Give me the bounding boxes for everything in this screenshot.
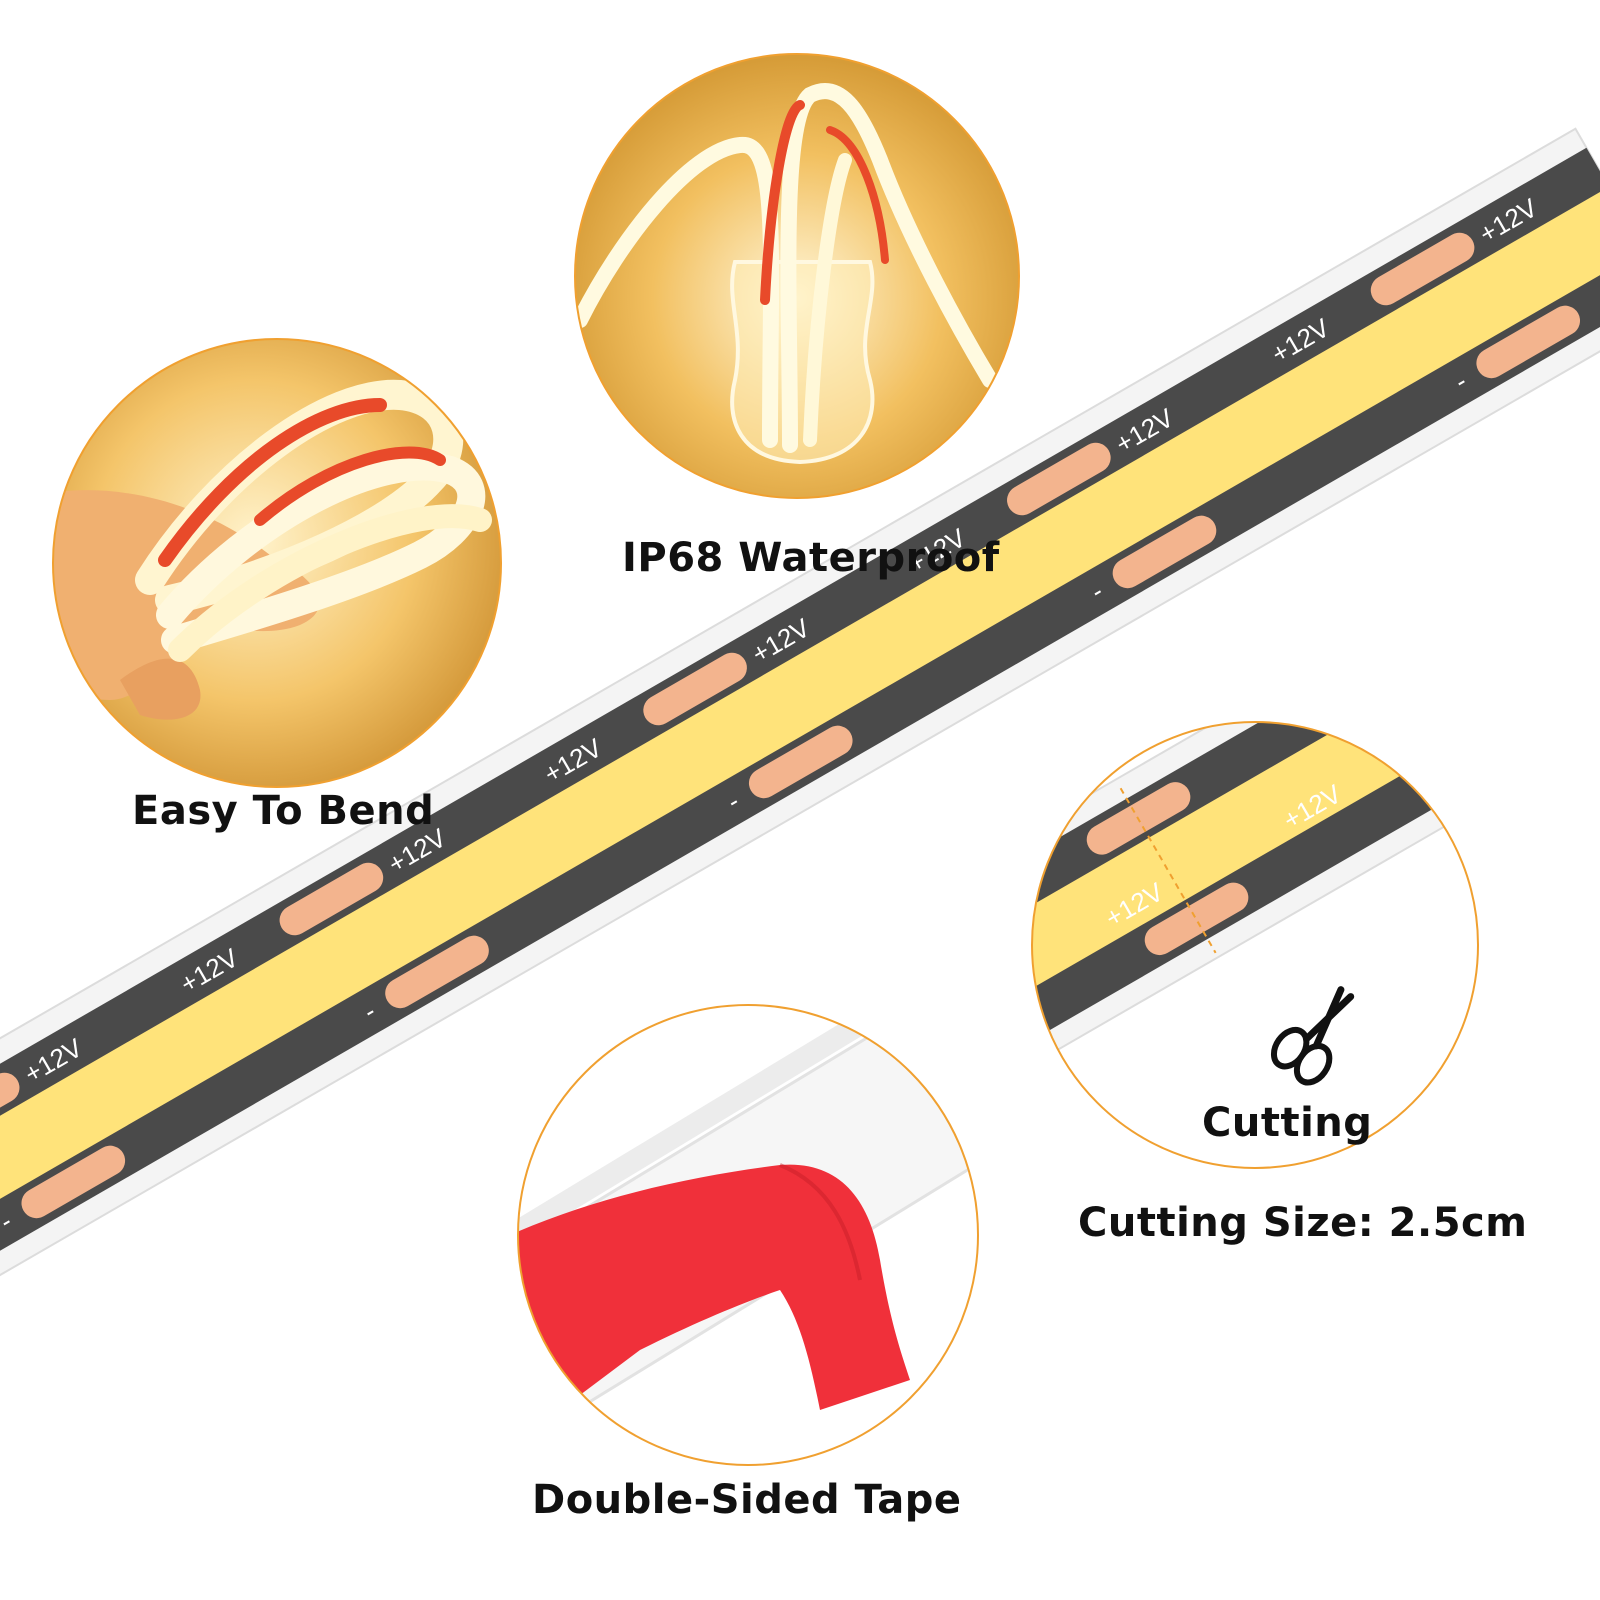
strip-pad-negative (21, 1145, 126, 1219)
strip-pad-positive (643, 652, 747, 726)
strip-pad-negative (1476, 305, 1581, 379)
strip-pad-positive (279, 862, 384, 936)
strip-pad-negative (748, 725, 853, 799)
strip-pad-positive (1370, 232, 1475, 306)
waterproof-photo (574, 53, 1020, 499)
cutting-size-label: Cutting Size: 2.5cm (1078, 1200, 1528, 1246)
strip-pad-negative (385, 935, 489, 1009)
cutting-feature-label: Cutting (1202, 1100, 1373, 1146)
waterproof-strip-loop (575, 136, 780, 448)
waterproof-feature-label: IP68 Waterproof (622, 535, 1000, 581)
scissors-icon (1270, 986, 1355, 1086)
strip-led-phosphor (0, 186, 1600, 1250)
tape-photo (517, 1004, 979, 1466)
strip-pad-positive (1007, 442, 1111, 516)
bend-feature-label: Easy To Bend (132, 788, 435, 834)
led-strip: +12V+12V-+12V+12V-+12V+12V-+12V+12V-+12V… (0, 127, 1600, 1308)
waterproof-photo-ring (574, 53, 1020, 499)
tape-photo-ring (517, 1004, 979, 1466)
tape-red-liner (518, 1164, 910, 1410)
bend-photo-ring (52, 338, 502, 788)
cutting-detail-ring (1031, 721, 1479, 1169)
tape-feature-label: Double-Sided Tape (532, 1477, 962, 1523)
bend-photo (52, 338, 502, 788)
water-glass (730, 260, 875, 465)
strip-pad-negative (1112, 515, 1217, 589)
